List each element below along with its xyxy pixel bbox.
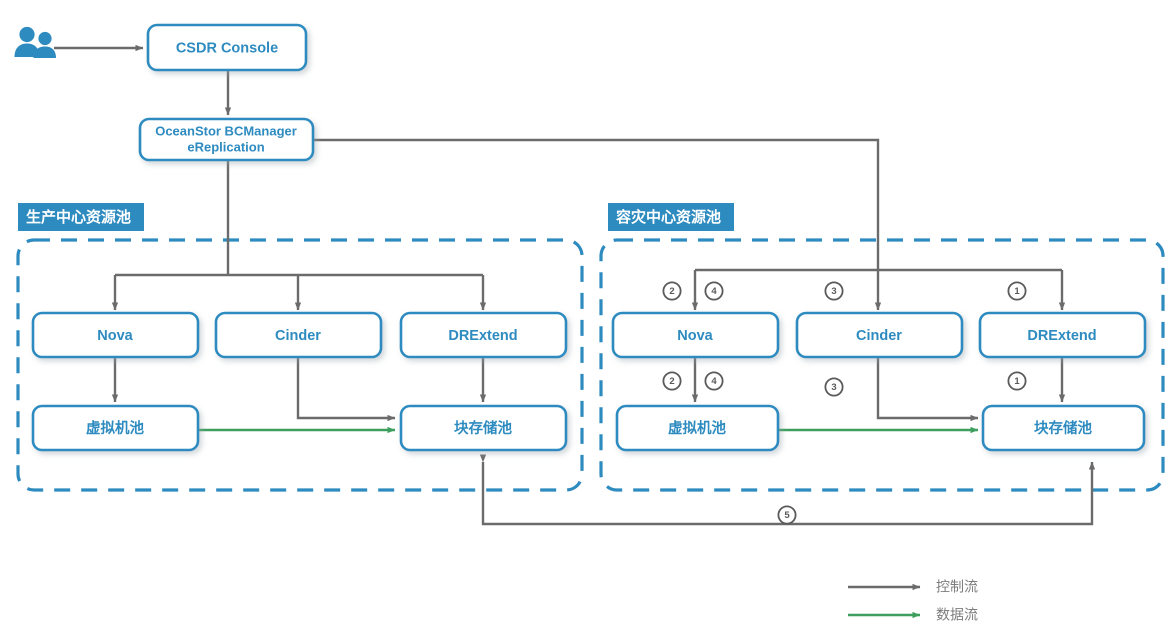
node-prod-cinder-label: Cinder <box>275 328 321 344</box>
step-badge-number: 5 <box>784 510 790 521</box>
step-badge: 2 <box>662 371 682 391</box>
legend-control-flow-label: 控制流 <box>936 579 978 595</box>
step-badge: 3 <box>824 281 844 301</box>
flow-bcmanager-to-dr-trunk <box>313 138 880 270</box>
step-badge-number: 2 <box>669 286 674 297</box>
node-prod-nova[interactable]: Nova <box>31 311 200 359</box>
node-dr-nova-label: Nova <box>677 328 713 344</box>
node-oceanstor-bcmanager-label-line2: eReplication <box>187 139 264 154</box>
node-dr-block-pool[interactable]: 块存储池 <box>981 404 1146 452</box>
zone-production-badge <box>18 203 144 231</box>
node-dr-drextend[interactable]: DRExtend <box>978 311 1147 359</box>
node-prod-block-pool[interactable]: 块存储池 <box>399 404 568 452</box>
step-badge: 3 <box>824 377 844 397</box>
zone-production: 生产中心资源池 <box>16 203 584 492</box>
node-prod-cinder[interactable]: Cinder <box>214 311 383 359</box>
zone-disaster-recovery-label: 容灾中心资源池 <box>615 208 721 226</box>
legend: 控制流 数据流 <box>848 579 978 623</box>
zone-production-boundary <box>16 238 584 492</box>
node-dr-vm-pool-label: 虚拟机池 <box>668 419 726 437</box>
node-prod-block-pool-label: 块存储池 <box>454 419 512 437</box>
node-prod-drextend-label: DRExtend <box>448 328 517 344</box>
zone-disaster-recovery-badge <box>608 203 734 231</box>
legend-item-control-flow: 控制流 <box>848 579 978 595</box>
node-prod-vm-pool-label: 虚拟机池 <box>86 419 144 437</box>
node-prod-nova-label: Nova <box>97 328 133 344</box>
node-dr-drextend-label: DRExtend <box>1027 328 1096 344</box>
node-oceanstor-bcmanager-label-line1: OceanStor BCManager <box>155 123 297 138</box>
legend-item-data-flow: 数据流 <box>848 607 978 623</box>
step-badge: 1 <box>1007 281 1027 301</box>
step-badge: 1 <box>1007 371 1027 391</box>
node-oceanstor-bcmanager[interactable]: OceanStor BCManager eReplication <box>138 117 315 162</box>
zone-production-label: 生产中心资源池 <box>26 208 131 226</box>
node-dr-cinder-label: Cinder <box>856 328 902 344</box>
node-prod-vm-pool[interactable]: 虚拟机池 <box>31 404 200 452</box>
zone-disaster-recovery: 容灾中心资源池 <box>599 203 1165 492</box>
step-badge-number: 3 <box>831 286 836 297</box>
node-csdr-console-label: CSDR Console <box>176 40 278 56</box>
step-badge: 4 <box>704 371 724 391</box>
node-prod-drextend[interactable]: DRExtend <box>399 311 568 359</box>
flow-dr-cinder-to-block-pool <box>876 357 979 422</box>
legend-data-flow-label: 数据流 <box>936 607 978 623</box>
step-badge: 4 <box>704 281 724 301</box>
step-badge-number: 3 <box>831 382 836 393</box>
flow-prod-cinder-to-block-pool <box>296 357 396 422</box>
step-badge-number: 4 <box>711 286 717 297</box>
step-badge-number: 4 <box>711 376 717 387</box>
node-csdr-console[interactable]: CSDR Console <box>146 23 308 72</box>
step-badge: 5 <box>777 505 797 525</box>
users-icon <box>14 26 56 58</box>
node-dr-cinder[interactable]: Cinder <box>795 311 964 359</box>
zone-disaster-recovery-boundary <box>599 238 1165 492</box>
step-badge-number: 1 <box>1014 286 1020 297</box>
step-badge: 2 <box>662 281 682 301</box>
node-dr-nova[interactable]: Nova <box>611 311 780 359</box>
node-dr-vm-pool[interactable]: 虚拟机池 <box>615 404 780 452</box>
step-badges: 2 4 3 1 2 4 3 1 <box>662 281 1027 525</box>
step-badge-number: 1 <box>1014 376 1020 387</box>
step-badge-number: 2 <box>669 376 674 387</box>
node-dr-block-pool-label: 块存储池 <box>1034 419 1092 437</box>
